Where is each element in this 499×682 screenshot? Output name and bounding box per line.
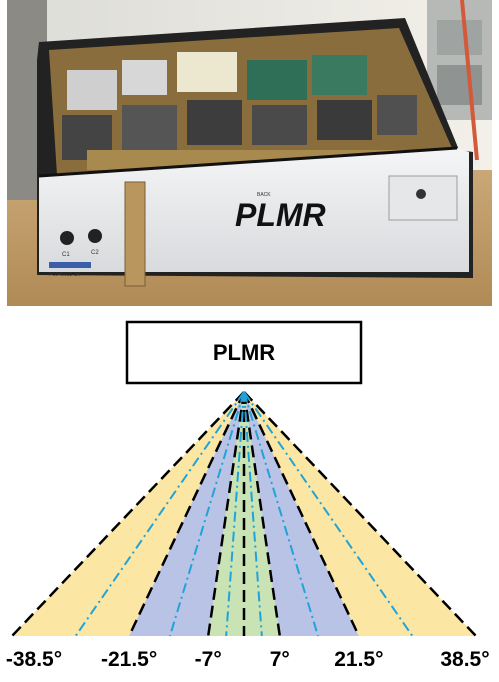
beam-center-line [168, 391, 245, 637]
beam-edge-line [127, 391, 246, 637]
connector-c1 [60, 231, 74, 245]
panel-label-back: BACK [257, 192, 271, 198]
beam-edge-line [11, 391, 245, 637]
beam-edge-line [242, 391, 282, 637]
plmr-box [125, 320, 363, 385]
angle-label: -7° [194, 648, 222, 671]
beam-center-line [74, 391, 245, 637]
angle-label: -21.5° [100, 648, 158, 671]
connector-c2 [88, 229, 102, 243]
beam-center-line [243, 391, 320, 637]
part-number-label: PS045022-1A [49, 272, 81, 278]
interior-modules [62, 52, 417, 170]
connector-label-c1: C1 [62, 252, 70, 258]
plmr-device-photo: C1 C2 PS045022-1A BACK PLMR [7, 0, 492, 306]
beam-edge-line [206, 391, 246, 637]
angle-label: -38.5° [5, 648, 63, 671]
beam-edge-line [243, 391, 477, 637]
beam-center-line [243, 391, 263, 637]
side-connector [416, 189, 426, 199]
beam-pattern-diagram: PLMR [11, 320, 477, 637]
device-brand-text: PLMR [235, 197, 326, 233]
angle-label: 21.5° [334, 648, 384, 671]
beam-lines [11, 391, 477, 637]
angle-label: 7° [269, 648, 290, 671]
connector-label-c2: C2 [91, 250, 99, 256]
plmr-box-label: PLMR [213, 340, 275, 365]
beam-edge-line [242, 391, 361, 637]
angle-label: 38.5° [440, 648, 490, 671]
beam-center-line [225, 391, 245, 637]
beam-center-line [243, 391, 414, 637]
